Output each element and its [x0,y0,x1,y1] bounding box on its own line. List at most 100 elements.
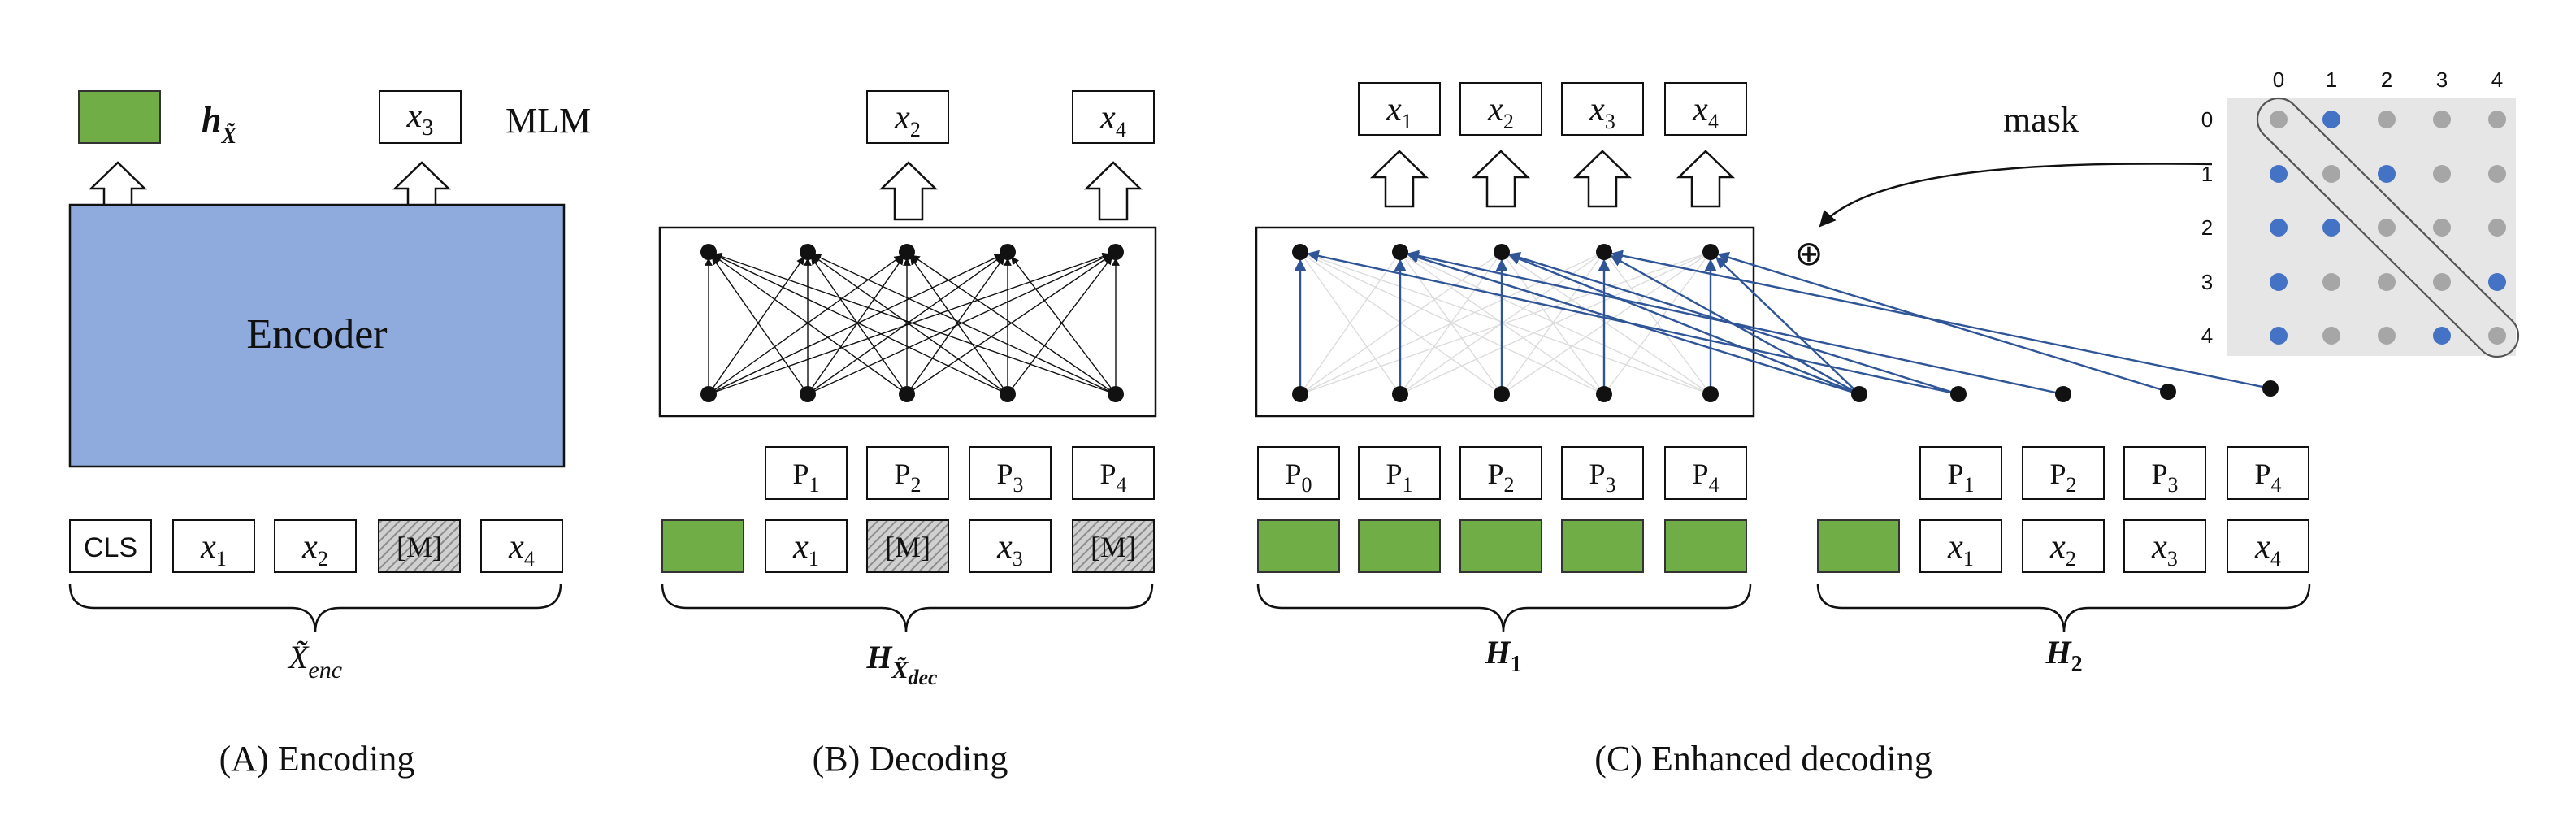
enhanced-h2-node [2262,380,2279,397]
attention-edge [713,255,908,395]
mask-cell-3-1 [2322,273,2340,291]
encoder-token-4-box [480,519,563,573]
inactive-attention-edge [1399,251,1711,395]
encoder-token-0-box [69,519,152,573]
enhanced-up-arrow-1 [1471,150,1531,208]
encoder-token-4-label: x4 [508,528,535,571]
mlm-output-x3-label: x3 [406,98,434,141]
attention-edge [807,255,1004,395]
mask-cell-1-2 [2378,165,2396,183]
decoder-token-2-box [969,519,1052,573]
h1-green-embedding-2 [1459,519,1542,573]
decoder-top-node [899,244,915,260]
enhanced-output-2-box [1561,82,1644,136]
decoder-token-2: x3 [969,519,1052,573]
inactive-attention-edge [1299,251,1401,395]
h2-token-0: x1 [1919,519,2002,573]
mask-cell-4-4 [2488,327,2506,345]
h1-position-3-box [1561,446,1644,500]
decoder-bottom-node [1000,386,1016,402]
mask-col-label: 4 [2491,67,2503,92]
masked-attention-edge [1717,251,2169,393]
enhanced-h1-bottom-node [1702,386,1719,402]
mask-cell-0-4 [2488,111,2506,128]
masked-attention-edge [1715,256,1860,395]
mask-cell-3-3 [2433,273,2451,291]
decoder-output-0-label: x2 [894,99,921,141]
h1-position-2-label: P2 [1487,458,1514,497]
decoder-position-0: P1 [765,446,848,500]
enhanced-h1-bottom-node [1292,386,1308,402]
decoder-up-arrow-x4 [1083,161,1143,221]
h2-position-0: P1 [1919,446,2002,500]
h2-position-2-box [2123,446,2206,500]
decoder-output-0: x2 [866,90,949,144]
h2-position-2: P3 [2123,446,2206,500]
h2-token-3-label: x4 [2254,528,2281,571]
decoder-token-3-box [1072,519,1155,573]
mask-cell-0-2 [2378,111,2396,128]
enhanced-h1-bottom-node [1596,386,1612,402]
h2-token-1-box [2022,519,2105,573]
encoder-token-3-label: [M] [397,531,442,563]
h2-position-0-label: P1 [1947,458,1974,497]
encoder-token-2: x2 [274,519,357,573]
h2-token-0-box [1919,519,2002,573]
mask-cell-2-1 [2322,219,2340,237]
inactive-attention-edge [1299,251,1711,395]
mask-curved-arrow [1819,163,2213,228]
h2-position-3: P4 [2227,446,2309,500]
mask-diagonal-outline [2256,97,2520,358]
inactive-attention-edge [1501,251,1711,395]
decoder-position-0-box [765,446,848,500]
mask-row-label: 1 [2201,162,2213,186]
h2-token-2-box [2123,519,2206,573]
mask-row-label: 3 [2201,270,2213,294]
decoder-position-1-box [866,446,949,500]
enhanced-output-3-box [1664,82,1747,136]
encoder-token-2-box [274,519,357,573]
enhanced-up-arrow-3 [1676,150,1736,208]
decoder-output-0-box [866,90,949,144]
h1-green-embedding-4 [1664,519,1747,573]
attention-edge [910,256,1008,395]
enhanced-h2-node [2160,384,2176,400]
enhanced-h2-node [1950,386,1967,402]
mask-cell-2-4 [2488,219,2506,237]
h2-token-0-label: x1 [1947,528,1974,571]
decoder-position-2-label: P3 [996,458,1023,497]
decoder-top-node [700,244,717,260]
decoder-bottom-node [1108,386,1124,402]
decoder-top-node [1000,244,1016,260]
h2-position-1: P2 [2022,446,2105,500]
enhanced-output-0: x1 [1358,82,1441,136]
h2-position-1-label: P2 [2049,458,2076,497]
masked-attention-edge [1611,250,2271,390]
attention-edge [812,255,1008,395]
h2-position-3-label: P4 [2254,458,2281,497]
decoder-output-1-label: x4 [1099,99,1126,141]
mask-cell-4-3 [2433,327,2451,345]
decoder-bottom-node [800,386,816,402]
mask-col-label: 3 [2436,67,2448,92]
h1-position-3: P3 [1561,446,1644,500]
inactive-attention-edge [1501,251,1605,395]
enhanced-h1-bottom-node [1494,386,1510,402]
mask-col-label: 0 [2273,67,2284,92]
enhanced-output-0-box [1358,82,1441,136]
attention-edge [906,254,1112,395]
decoder-bottom-node [899,386,915,402]
enhanced-output-2-label: x3 [1589,91,1615,133]
oplus-symbol: ⊕ [1794,236,1823,273]
h2-position-embeddings: P1 P2 P3 P4 [1919,446,2309,500]
h1-position-2: P2 [1459,446,1542,500]
encoder-input-brace [68,583,562,633]
attention-edge [1007,256,1112,395]
encoder-token-2-label: x2 [301,528,328,571]
mask-cell-1-0 [2270,165,2288,183]
enhanced-h2-node [2055,386,2071,402]
encoder-token-3: [M] [378,519,461,573]
